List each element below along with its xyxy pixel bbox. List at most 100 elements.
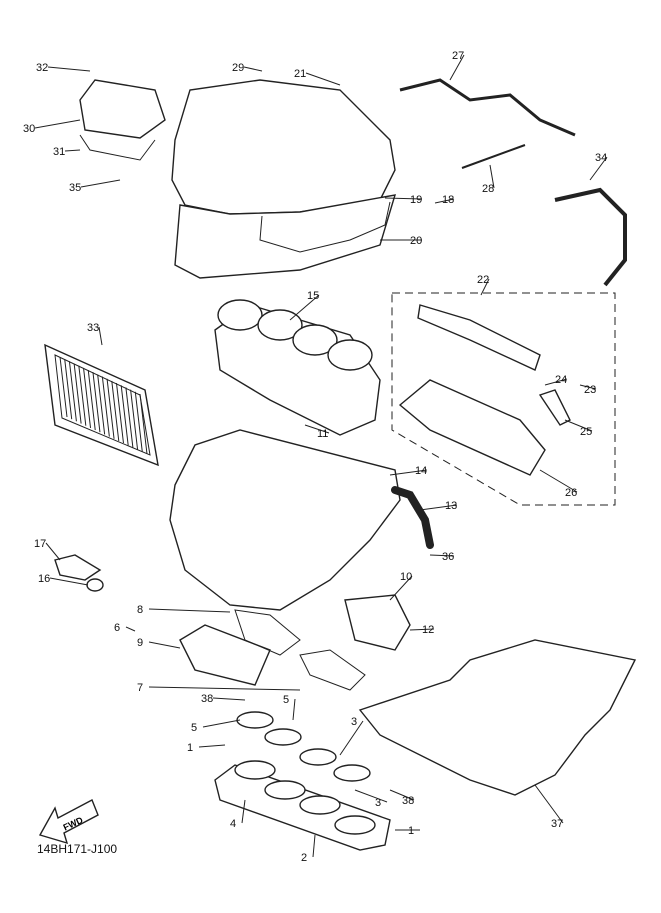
callout-10: 10 [400,571,412,583]
air-cover [171,79,396,215]
callout-32: 32 [36,62,48,74]
callout-36: 36 [442,551,454,563]
leader-line [544,378,568,386]
callout-33: 33 [87,322,99,334]
leader-line [539,469,578,493]
leader-line [148,608,231,613]
airbox-lower [169,429,401,611]
callout-1: 1 [187,742,193,754]
leader-line [389,469,428,476]
leader-line [312,834,316,858]
callout-13: 13 [445,500,457,512]
leader-line [419,504,458,511]
leader-line [49,577,89,586]
hose-13 [391,486,434,549]
callout-34: 34 [595,152,607,164]
leader-line [198,744,226,748]
leader-line [389,575,413,601]
callout-23: 23 [584,384,596,396]
leader-line [534,784,564,824]
air-filter-33 [44,343,159,467]
leader-line [384,197,423,200]
callout-37: 37 [551,818,563,830]
diagram-code: 14BH171-J100 [37,842,118,856]
throttle-body-15 [214,299,381,436]
leader-line [564,419,593,432]
callout-30: 30 [23,123,35,135]
callout-4: 4 [230,818,236,830]
callout-21: 21 [294,68,306,80]
callout-2: 2 [301,852,307,864]
leader-line [589,156,608,181]
leader-line [292,698,296,721]
leader-line [579,384,597,390]
fuel-rail-26 [398,379,546,476]
grommet-16 [86,578,104,592]
callout-28: 28 [482,183,494,195]
leader-line [304,424,330,434]
plate-37 [358,639,637,796]
callout-18: 18 [442,194,454,206]
callout-8: 8 [137,604,143,616]
leader-line [429,554,455,557]
leader-line [202,719,241,728]
callout-26: 26 [565,487,577,499]
lid-30 [79,79,166,139]
leader-line [289,294,320,321]
leader-line [148,641,181,649]
callout-20: 20 [410,235,422,247]
callout-31: 31 [53,146,65,158]
callout-15: 15 [307,290,319,302]
fuel-hose-34 [554,187,627,287]
callout-11: 11 [317,428,328,440]
callout-19: 19 [410,194,422,206]
leader-line [339,720,364,756]
leader-line [409,628,435,631]
gasket-8 [234,609,301,656]
clamps-3-5 [236,711,371,782]
band-28 [461,144,526,169]
gasket-9 [179,624,271,686]
callout-24: 24 [555,374,567,386]
leader-line [47,66,91,72]
callout-5: 5 [283,694,289,706]
callout-35: 35 [69,182,81,194]
callout-3: 3 [375,797,381,809]
leader-line [389,789,415,801]
callout-25: 25 [580,426,592,438]
leader-line [489,164,495,189]
intake-boots-2 [214,760,391,851]
wire-harness-27 [399,78,576,137]
callout-3: 3 [351,716,357,728]
leader-line [148,686,301,691]
leader-line [480,278,490,296]
leader-line [434,198,455,204]
leader-line [212,697,246,701]
leader-line [125,626,136,632]
callout-1: 1 [408,825,414,837]
gasket-31 [79,134,156,161]
callout-9: 9 [137,637,143,649]
injector-23 [538,389,571,426]
callout-6: 6 [114,622,120,634]
leader-line [34,119,81,129]
callout-16: 16 [38,573,50,585]
leader-line [305,72,341,86]
gasket-7 [299,649,366,691]
callout-17: 17 [34,538,46,550]
callout-22: 22 [477,274,489,286]
callout-7: 7 [137,682,143,694]
fuel-rail-22 [417,304,541,371]
cover-duct [174,194,396,279]
leader-line [64,149,81,152]
leader-line [243,66,263,72]
leader-line [45,542,61,561]
bracket-17 [54,554,102,581]
callout-14: 14 [415,465,427,477]
callout-29: 29 [232,62,244,74]
injector-group-box [391,292,616,506]
leader-line [449,54,465,81]
sensor-10 [344,594,411,651]
